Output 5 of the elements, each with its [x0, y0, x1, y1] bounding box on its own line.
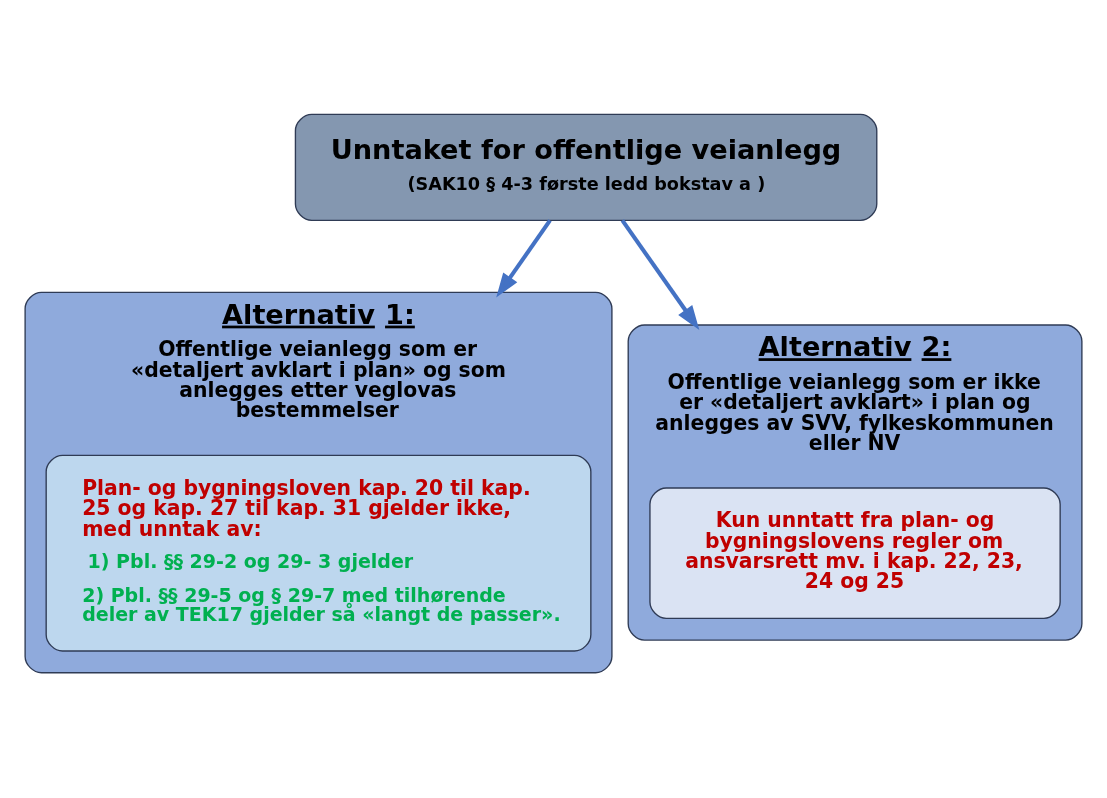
node-box: Plan- og bygningsloven kap. 20 til kap. 25 og kap. 27 til kap. 31 gjelder ikke, med unntak av: 1) Pbl. §§ 29-2 og 29- 3 gjelder 2) Pbl. §§ 29-5 og § 29-7 med tilhørende deler av TEK17 gjelder så «langt de passer».	[45, 454, 592, 652]
arrow	[496, 219, 552, 298]
node-box: Kun unntatt fra plan- og bygningslovens regler om ansvarsrett mv. i kap. 22, 23, 24 og 25	[649, 487, 1061, 620]
arrow	[620, 219, 700, 330]
node-box: Unntaket for offentlige veianlegg (SAK10 § 4-3 første ledd bokstav a )	[294, 113, 878, 222]
